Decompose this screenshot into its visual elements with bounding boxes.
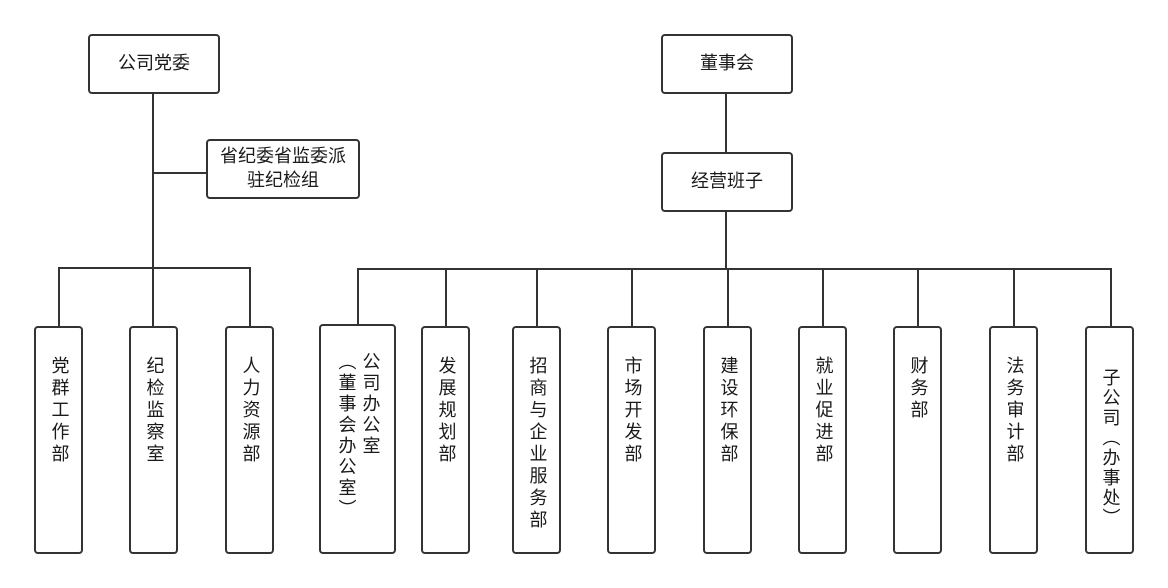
department-party-affairs: 党群工作部 [34,326,83,554]
party-committee-label: 公司党委 [118,53,190,74]
department-development-planning: 发展规划部 [421,326,470,554]
connector-business-drop [357,268,359,325]
board-label: 董事会 [700,53,754,74]
department-company-office: 公司办公室 （董事会办公室） [319,324,396,554]
connector-business-drop [727,268,729,327]
connector-business-bus [357,268,1112,270]
connector-business-drop [1110,268,1112,327]
connector-party-trunk [152,92,154,268]
department-market-development: 市场开发部 [607,326,656,554]
department-label: 市场开发部 [621,356,643,466]
department-subsidiary: 子公司（办事处） [1085,326,1134,554]
department-label: 财务部 [907,356,929,422]
party-committee-box: 公司党委 [88,34,220,94]
connector-management-trunk [725,210,727,270]
connector-business-drop [1013,268,1015,327]
department-investment-services: 招商与企业服务部 [512,326,561,554]
department-finance: 财务部 [893,326,942,554]
department-label: 纪检监察室 [143,356,165,466]
department-employment-promotion: 就业促进部 [798,326,847,554]
connector-business-drop [445,268,447,327]
department-label: 建设环保部 [717,356,739,466]
connector-business-drop [822,268,824,327]
inspection-group-box: 省纪委省监委派 驻纪检组 [206,139,360,199]
department-discipline-inspection: 纪检监察室 [129,326,178,554]
management-label: 经营班子 [691,171,763,192]
department-legal-audit: 法务审计部 [989,326,1038,554]
connector-party-bus [58,267,251,269]
connector-party-drop [152,267,154,327]
department-label: 发展规划部 [435,356,457,466]
department-label: 党群工作部 [48,356,70,466]
connector-business-drop [536,268,538,327]
department-label: 子公司（办事处） [1099,368,1121,528]
connector-party-drop [249,267,251,327]
department-label: 招商与企业服务部 [526,356,548,532]
department-label: 就业促进部 [812,356,834,466]
department-construction-environment: 建设环保部 [703,326,752,554]
board-box: 董事会 [661,34,793,94]
inspection-group-label: 省纪委省监委派 驻纪检组 [220,146,346,191]
connector-party-drop [58,267,60,327]
connector-board-management [725,92,727,154]
department-label: 人力资源部 [239,356,261,466]
connector-business-drop [917,268,919,327]
department-label: 法务审计部 [1003,356,1025,466]
connector-business-drop [631,268,633,327]
connector-inspection-branch [152,172,208,174]
department-human-resources: 人力资源部 [225,326,274,554]
department-label: 公司办公室 （董事会办公室） [335,352,381,520]
management-box: 经营班子 [661,152,793,212]
